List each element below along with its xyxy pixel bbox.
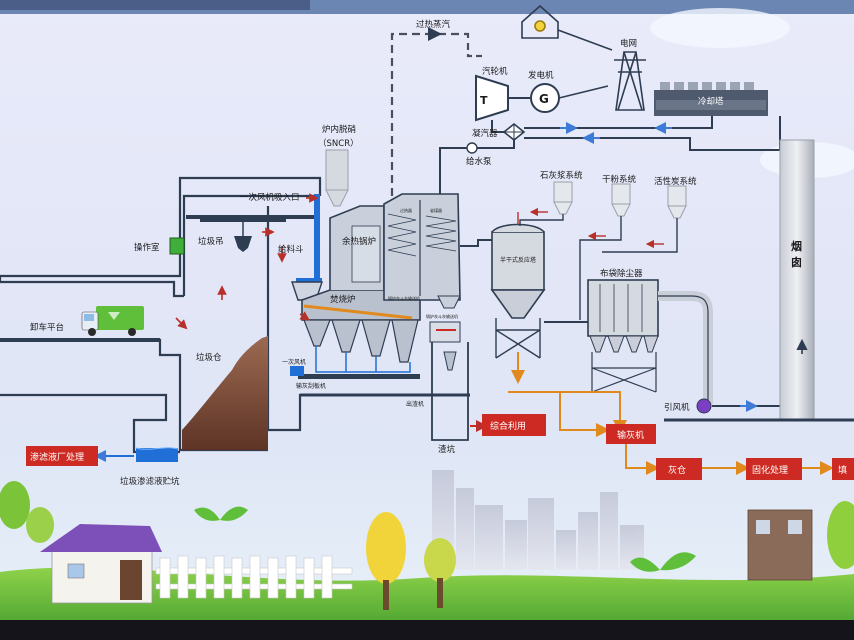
- crane-beam: [200, 219, 286, 222]
- label-leachate-pit: 垃圾渗滤液贮坑: [120, 476, 180, 487]
- label-control-room: 操作室: [134, 242, 160, 253]
- house-right: [747, 501, 854, 581]
- label-turbine: 汽轮机: [482, 66, 508, 77]
- cloud: [650, 8, 790, 48]
- crane-grab-icon: [234, 236, 252, 252]
- cooling-supply: [524, 116, 713, 129]
- label-baghouse: 布袋除尘器: [600, 268, 643, 279]
- primary-air-duct-h: [296, 278, 322, 282]
- label-ash-conveyor: 输灰刮板机: [296, 382, 326, 390]
- label-lime-system: 石灰浆系统: [540, 170, 583, 181]
- label-spray-tower: 半干式反应塔: [500, 256, 536, 264]
- semi-dry-reactor: [490, 223, 546, 359]
- sprout: [194, 506, 696, 572]
- label-primary-air-inlet: 一次风机吸入口: [240, 192, 300, 203]
- label-waste-heat-boiler: 余热锅炉: [342, 236, 376, 247]
- label-incinerator: 焚烧炉: [330, 294, 356, 305]
- fence: [155, 555, 353, 599]
- power-line-to-grid: [558, 85, 609, 99]
- carbon-silo: [667, 185, 687, 219]
- label-generator-symbol: G: [539, 92, 549, 106]
- city-skyline: [432, 470, 644, 570]
- crane-rail: [186, 215, 318, 219]
- box-ash-silo: [656, 458, 702, 480]
- chimney: [779, 139, 815, 421]
- power-line-to-house: [557, 29, 613, 51]
- box-label-ash-conveyor: 输灰机: [617, 429, 644, 441]
- label-waste-pit: 垃圾仓: [196, 352, 222, 363]
- sncr-silo: [325, 149, 349, 207]
- label-boiler-ash-note: 锅炉灰斗灰输送机: [388, 295, 420, 301]
- waste-heat-boiler: [329, 193, 461, 309]
- label-chimney-1: 烟: [791, 239, 802, 253]
- primary-air-duct: [314, 194, 320, 278]
- leachate-wave: [135, 447, 179, 450]
- bottom-strip: [0, 620, 854, 640]
- box-label-comprehensive-use: 综合利用: [490, 420, 526, 432]
- slag-discharge: [429, 321, 469, 441]
- box-label-ash-silo: 灰仓: [668, 464, 686, 476]
- label-feed-pump: 给水泵: [466, 156, 492, 167]
- steam-line: [390, 32, 470, 196]
- label-slag-pit: 渣坑: [438, 444, 456, 455]
- burning-grate: [303, 304, 413, 320]
- cooling-tower: [654, 82, 768, 116]
- label-carbon-system: 活性炭系统: [654, 176, 697, 187]
- top-banner-dark: [0, 0, 310, 10]
- induced-fan-icon: [696, 398, 712, 414]
- leachate-water: [136, 448, 178, 462]
- label-superheated-steam: 过热蒸汽: [416, 19, 451, 30]
- powder-silo: [611, 183, 631, 217]
- tree-green: [424, 538, 456, 608]
- box-label-solidification: 固化处理: [752, 464, 788, 476]
- label-primary-fan: 一次风机: [282, 358, 306, 366]
- label-boiler-ash-note-2: 锅炉灰斗灰输送机: [426, 313, 458, 319]
- flow-arrows-red: [175, 193, 319, 330]
- label-economizer: 省煤器: [430, 207, 442, 213]
- label-sncr-code: （SNCR）: [318, 138, 359, 149]
- box-label-leachate-plant: 渗滤液厂处理: [30, 451, 84, 463]
- label-chimney-2: 囱: [791, 255, 802, 269]
- turbine-icon: [475, 74, 509, 122]
- label-turbine-symbol: T: [480, 94, 488, 107]
- duct-to-fan: [658, 291, 713, 404]
- ash-scraper-conveyor: [298, 374, 420, 379]
- garbage-truck-icon: [81, 306, 144, 336]
- label-feed-hopper: 给料斗: [278, 244, 304, 255]
- label-superheater: 过热器: [400, 207, 412, 213]
- garbage-pile: [182, 336, 268, 450]
- baghouse-filter: [587, 279, 659, 393]
- box-label-landfill: 填: [838, 464, 847, 476]
- label-condenser: 凝汽器: [472, 128, 498, 139]
- label-cooling-tower: 冷却塔: [698, 96, 724, 107]
- condenser: [502, 122, 526, 142]
- unload-floor: [0, 338, 160, 342]
- lime-silo: [553, 181, 573, 215]
- box-comprehensive-use: [482, 414, 546, 436]
- label-grid: 电网: [620, 38, 637, 49]
- label-induced-fan: 引风机: [664, 402, 690, 413]
- label-unload-platform: 卸车平台: [30, 322, 64, 333]
- cooling-return: [524, 116, 781, 151]
- control-room: [169, 237, 185, 255]
- primary-fan-icon: [290, 366, 304, 376]
- label-powder-system: 干粉系统: [602, 174, 637, 185]
- tree-left: [0, 481, 54, 543]
- box-leachate-plant: [26, 446, 98, 466]
- feed-pump-icon: [466, 142, 478, 154]
- house-illustration: [40, 524, 162, 604]
- label-generator: 发电机: [528, 70, 554, 81]
- label-slag-machine: 出渣机: [406, 400, 424, 408]
- label-crane: 垃圾吊: [198, 236, 224, 247]
- box-solidification: [746, 458, 802, 480]
- box-ash-conveyor: [606, 424, 656, 444]
- grid-tower-icon: [614, 51, 646, 111]
- flue-to-tower: [460, 239, 494, 247]
- label-sncr: 炉内脱硝: [322, 124, 356, 135]
- tree-yellow: [366, 512, 406, 610]
- ash-flow: [508, 352, 834, 475]
- box-landfill: [832, 458, 854, 480]
